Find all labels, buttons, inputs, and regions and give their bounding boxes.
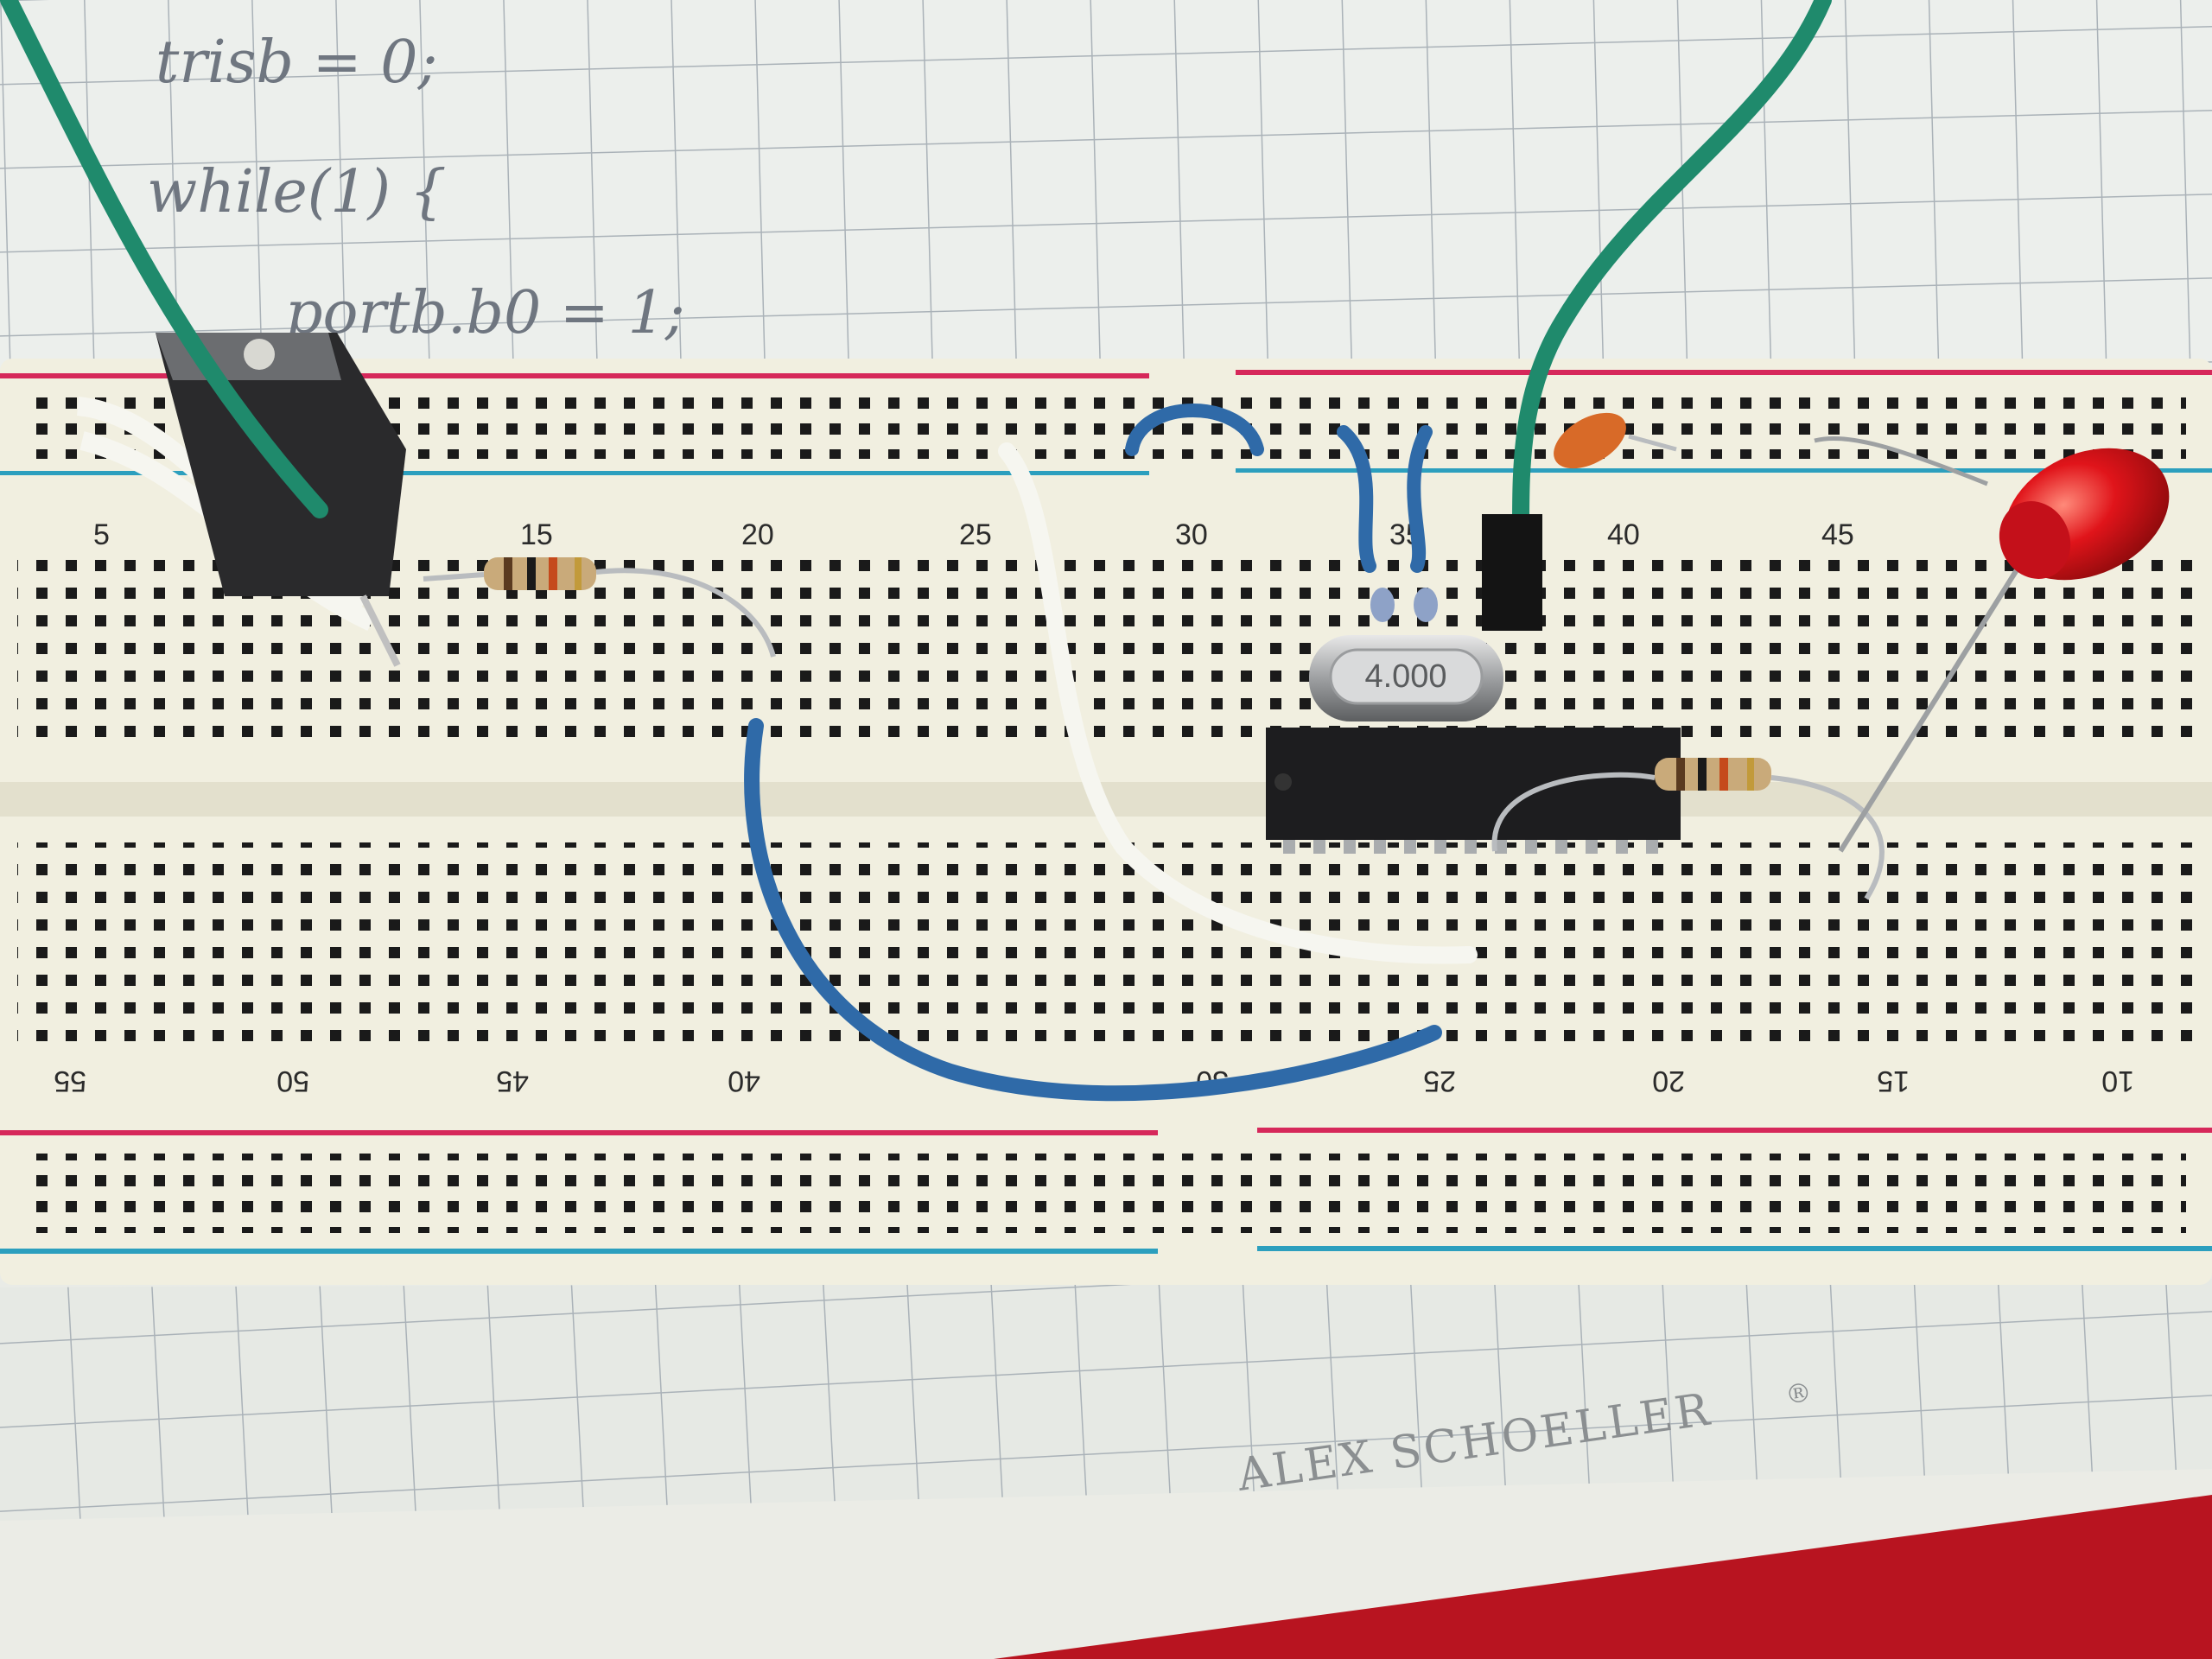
crystal-label: 4.000 (1364, 658, 1446, 695)
top-rail-blue-line (0, 471, 1149, 475)
column-numbers-top: 5 15 20 25 30 35 40 45 (93, 518, 1854, 551)
white-wire (998, 442, 1478, 964)
code-line-2: while(1) { (147, 158, 447, 226)
crystal-oscillator: 4.000 (1309, 635, 1503, 721)
col-number: 30 (1175, 518, 1208, 551)
bottom-rail-blue-line (0, 1249, 1158, 1254)
code-line-3: portb.b0 = 1; (285, 279, 685, 347)
resistor-right (1491, 758, 1885, 900)
microcontroller-chip (1266, 728, 1681, 854)
handwritten-code: trisb = 0; while(1) { portb.b0 = 1; (147, 29, 685, 347)
col-number: 20 (1652, 1065, 1685, 1097)
col-number: 40 (1607, 518, 1640, 551)
red-desk-edge (994, 1495, 2212, 1659)
col-number: 25 (1423, 1065, 1456, 1097)
col-number: 20 (741, 518, 774, 551)
code-line-1: trisb = 0; (156, 29, 437, 97)
col-number: 15 (520, 518, 553, 551)
col-number: 55 (54, 1065, 86, 1097)
col-number: 50 (276, 1065, 309, 1097)
brand-registered-mark: ® (1783, 1377, 1814, 1411)
green-wire-left (0, 0, 328, 518)
blue-jumpers (1125, 404, 1433, 573)
green-wire-right (1512, 0, 1832, 536)
col-number: 40 (728, 1065, 760, 1097)
blue-wire-long (744, 718, 1442, 1102)
col-number: 45 (496, 1065, 529, 1097)
red-led (1814, 436, 2170, 853)
graph-paper-top (0, 0, 2212, 372)
col-number: 45 (1821, 518, 1854, 551)
ceramic-capacitors (1370, 588, 1438, 622)
terminal-holes-bottom (17, 842, 2195, 1041)
graph-paper-bottom (0, 1279, 2212, 1659)
col-number: 25 (959, 518, 992, 551)
col-number: 10 (2101, 1065, 2134, 1097)
bottom-rail-red-line (0, 1130, 1158, 1135)
col-number: 5 (93, 518, 110, 551)
resistor-left (423, 557, 776, 658)
col-number: 15 (1877, 1065, 1910, 1097)
header-connector (1482, 514, 1542, 631)
orange-capacitor (1554, 412, 1677, 469)
top-rail-red-line (0, 373, 1149, 378)
bottom-rail-holes (26, 1154, 2186, 1233)
